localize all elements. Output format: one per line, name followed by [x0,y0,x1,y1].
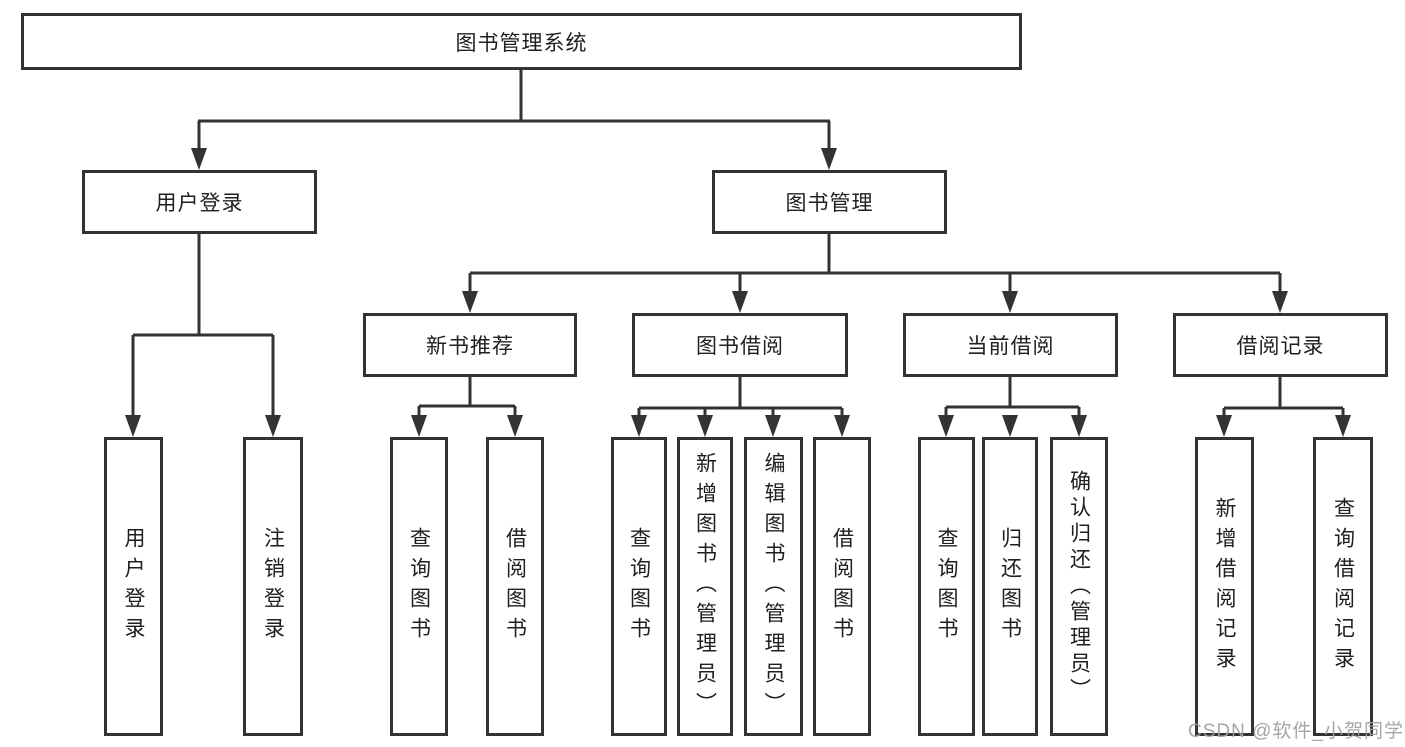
leaf-recommend-borrow-book: 借阅图书 [486,437,544,736]
node-label: 查询图书 [627,526,651,647]
node-label: 编辑图书（管理员） [762,451,785,722]
leaf-confirm-return-admin: 确认归还（管理员） [1050,437,1108,736]
leaf-borrow-query-book: 查询图书 [611,437,667,736]
node-label: 新书推荐 [426,335,514,358]
leaf-user-login: 用户登录 [104,437,163,736]
node-borrow-records: 借阅记录 [1173,313,1388,377]
leaf-query-borrow-record: 查询借阅记录 [1313,437,1373,736]
leaf-recommend-query-book: 查询图书 [390,437,448,736]
node-label: 当前借阅 [966,335,1055,358]
node-book-borrow: 图书借阅 [632,313,848,377]
node-label: 图书管理系统 [455,31,588,55]
leaf-edit-book-admin: 编辑图书（管理员） [744,437,803,736]
arrowhead-icons [125,148,1351,437]
leaf-return-book: 归还图书 [982,437,1038,736]
node-user-login: 用户登录 [82,170,317,234]
node-current-borrow: 当前借阅 [903,313,1118,377]
csdn-watermark: CSDN @软件_小贺同学 [1188,721,1404,742]
node-label: 图书借阅 [696,335,784,358]
node-label: 借阅记录 [1236,335,1325,358]
leaf-add-borrow-record: 新增借阅记录 [1195,437,1254,736]
leaf-current-query-book: 查询图书 [918,437,975,736]
node-label: 用户登录 [122,526,145,647]
node-label: 查询图书 [407,526,431,647]
node-label: 新增图书（管理员） [693,451,717,722]
node-root-library-system: 图书管理系统 [21,13,1022,70]
node-label: 图书管理 [785,192,874,215]
node-label: 借阅图书 [503,526,527,647]
node-label: 确认归还（管理员） [1067,469,1091,704]
node-label: 新增借阅记录 [1213,496,1236,677]
node-new-book-recommend: 新书推荐 [363,313,577,377]
leaf-logout: 注销登录 [243,437,303,736]
node-book-management: 图书管理 [712,170,947,234]
node-label: 用户登录 [155,192,244,215]
node-label: 归还图书 [998,526,1022,647]
node-label: 查询借阅记录 [1331,496,1355,677]
leaf-add-book-admin: 新增图书（管理员） [677,437,733,736]
leaf-borrow-book: 借阅图书 [813,437,871,736]
node-label: 查询图书 [935,526,958,647]
node-label: 注销登录 [261,526,285,647]
node-label: 借阅图书 [830,526,854,647]
